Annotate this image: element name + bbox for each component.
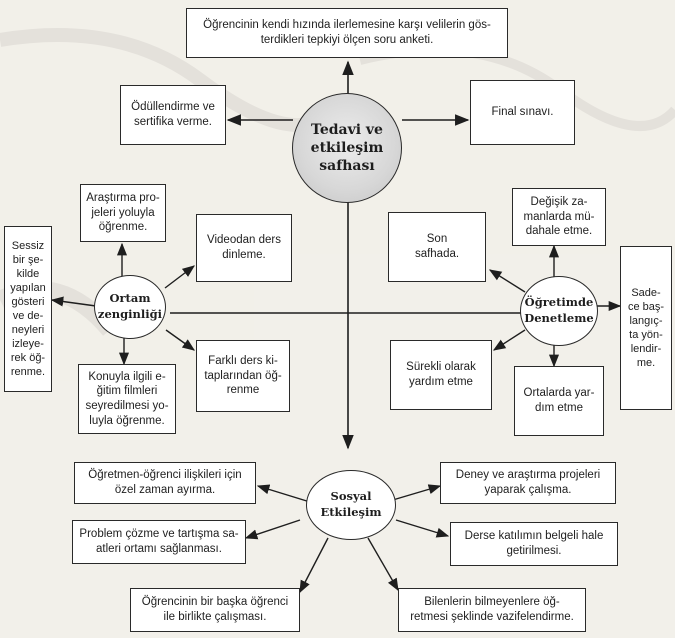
ogretim-box-guide-start: Sade- ce baş- langıç- ta yön- lendir- me… <box>620 246 672 410</box>
ogretim-box-last-stage: Son safhada. <box>388 212 486 282</box>
center-node-label: Tedavi ve etkileşim safhası <box>310 121 384 175</box>
sosyal-box-experiments: Deney ve araştırma projeleri yaparak çal… <box>440 462 616 504</box>
arrow-sosyal-left2 <box>244 519 301 540</box>
ogretim-box-intervene-text: Değişik za- manlarda mü- dahale etme. <box>523 195 595 238</box>
arrow-ortam-topright <box>164 265 196 289</box>
top-box-survey-text: Öğrencinin kendi hızında ilerlemesine ka… <box>203 19 491 46</box>
top-box-reward: Ödüllendirme ve sertifika verme. <box>120 85 226 145</box>
ortam-box-films: Konuyla ilgili e- ğitim filmleri seyredi… <box>78 364 176 434</box>
ortam-box-silent-demo-text: Sessiz bir şe- kilde yapılan gösteri ve … <box>10 239 46 379</box>
arrow-sosyal-right2 <box>395 519 450 538</box>
arrow-ortam-farleft <box>50 296 97 307</box>
top-box-survey: Öğrencinin kendi hızında ilerlemesine ka… <box>186 8 508 58</box>
ogretim-node-label: Öğretimde Denetleme <box>524 295 594 325</box>
top-box-final-exam: Final sınavı. <box>470 80 575 145</box>
ogretim-box-continuous-help: Sürekli olarak yardım etme <box>390 340 492 410</box>
arrow-sosyal-right3 <box>367 537 399 592</box>
ogretim-box-intervene: Değişik za- manlarda mü- dahale etme. <box>512 188 606 246</box>
ortam-box-research: Araştırma pro- jeleri yoluyla öğrenme. <box>80 184 166 242</box>
sosyal-node: Sosyal Etkileşim <box>306 470 396 540</box>
sosyal-box-peer-work: Öğrencinin bir başka öğrenci ile birlikt… <box>130 588 300 632</box>
ortam-box-books-text: Farklı ders ki- taplarından öğ- renme <box>204 354 282 397</box>
sosyal-box-participation-text: Derse katılımın belgeli hale getirilmesi… <box>464 530 604 557</box>
arrow-ogretim-bottomleft <box>492 329 526 351</box>
top-box-reward-text: Ödüllendirme ve sertifika verme. <box>131 101 215 128</box>
sosyal-box-peer-teaching-text: Bilenlerin bilmeyenlere öğ- retmesi şekl… <box>410 596 574 623</box>
ortam-node: Ortam zenginliği <box>94 275 166 339</box>
ortam-box-books: Farklı ders ki- taplarından öğ- renme <box>196 340 290 412</box>
ogretim-box-guide-start-text: Sade- ce baş- langıç- ta yön- lendir- me… <box>627 286 665 370</box>
sosyal-node-label: Sosyal Etkileşim <box>320 489 382 519</box>
ortam-box-research-text: Araştırma pro- jeleri yoluyla öğrenme. <box>86 191 160 234</box>
ortam-box-video: Videodan ders dinleme. <box>196 214 292 282</box>
sosyal-box-teacher-student: Öğretmen-öğrenci ilişkileri için özel za… <box>74 462 256 504</box>
ogretim-box-last-stage-text: Son safhada. <box>414 233 460 260</box>
ortam-box-films-text: Konuyla ilgili e- ğitim filmleri seyredi… <box>85 370 169 427</box>
sosyal-box-peer-work-text: Öğrencinin bir başka öğrenci ile birlikt… <box>141 596 289 623</box>
sosyal-box-participation: Derse katılımın belgeli hale getirilmesi… <box>450 522 618 566</box>
ortam-box-silent-demo: Sessiz bir şe- kilde yapılan gösteri ve … <box>4 226 52 392</box>
arrow-ogretim-topleft <box>488 269 526 293</box>
center-node: Tedavi ve etkileşim safhası <box>292 93 402 203</box>
sosyal-box-teacher-student-text: Öğretmen-öğrenci ilişkileri için özel za… <box>88 469 242 496</box>
sosyal-box-problem-solving-text: Problem çözme ve tartışma sa- atleri ort… <box>79 528 239 555</box>
ogretim-box-continuous-help-text: Sürekli olarak yardım etme <box>406 361 476 388</box>
arrow-ortam-bottomright <box>165 329 196 351</box>
top-box-final-exam-text: Final sınavı. <box>491 106 554 119</box>
arrow-sosyal-left1 <box>256 484 311 503</box>
arrow-sosyal-left3 <box>299 537 329 594</box>
ortam-node-label: Ortam zenginliği <box>97 291 163 321</box>
ortam-box-video-text: Videodan ders dinleme. <box>207 234 281 261</box>
sosyal-box-experiments-text: Deney ve araştırma projeleri yaparak çal… <box>455 469 601 496</box>
ogretim-box-mid-help-text: Ortalarda yar- dım etme <box>523 387 595 414</box>
ogretim-box-mid-help: Ortalarda yar- dım etme <box>514 366 604 436</box>
sosyal-box-problem-solving: Problem çözme ve tartışma sa- atleri ort… <box>72 520 246 564</box>
ogretim-node: Öğretimde Denetleme <box>520 276 598 346</box>
sosyal-box-peer-teaching: Bilenlerin bilmeyenlere öğ- retmesi şekl… <box>398 588 586 632</box>
